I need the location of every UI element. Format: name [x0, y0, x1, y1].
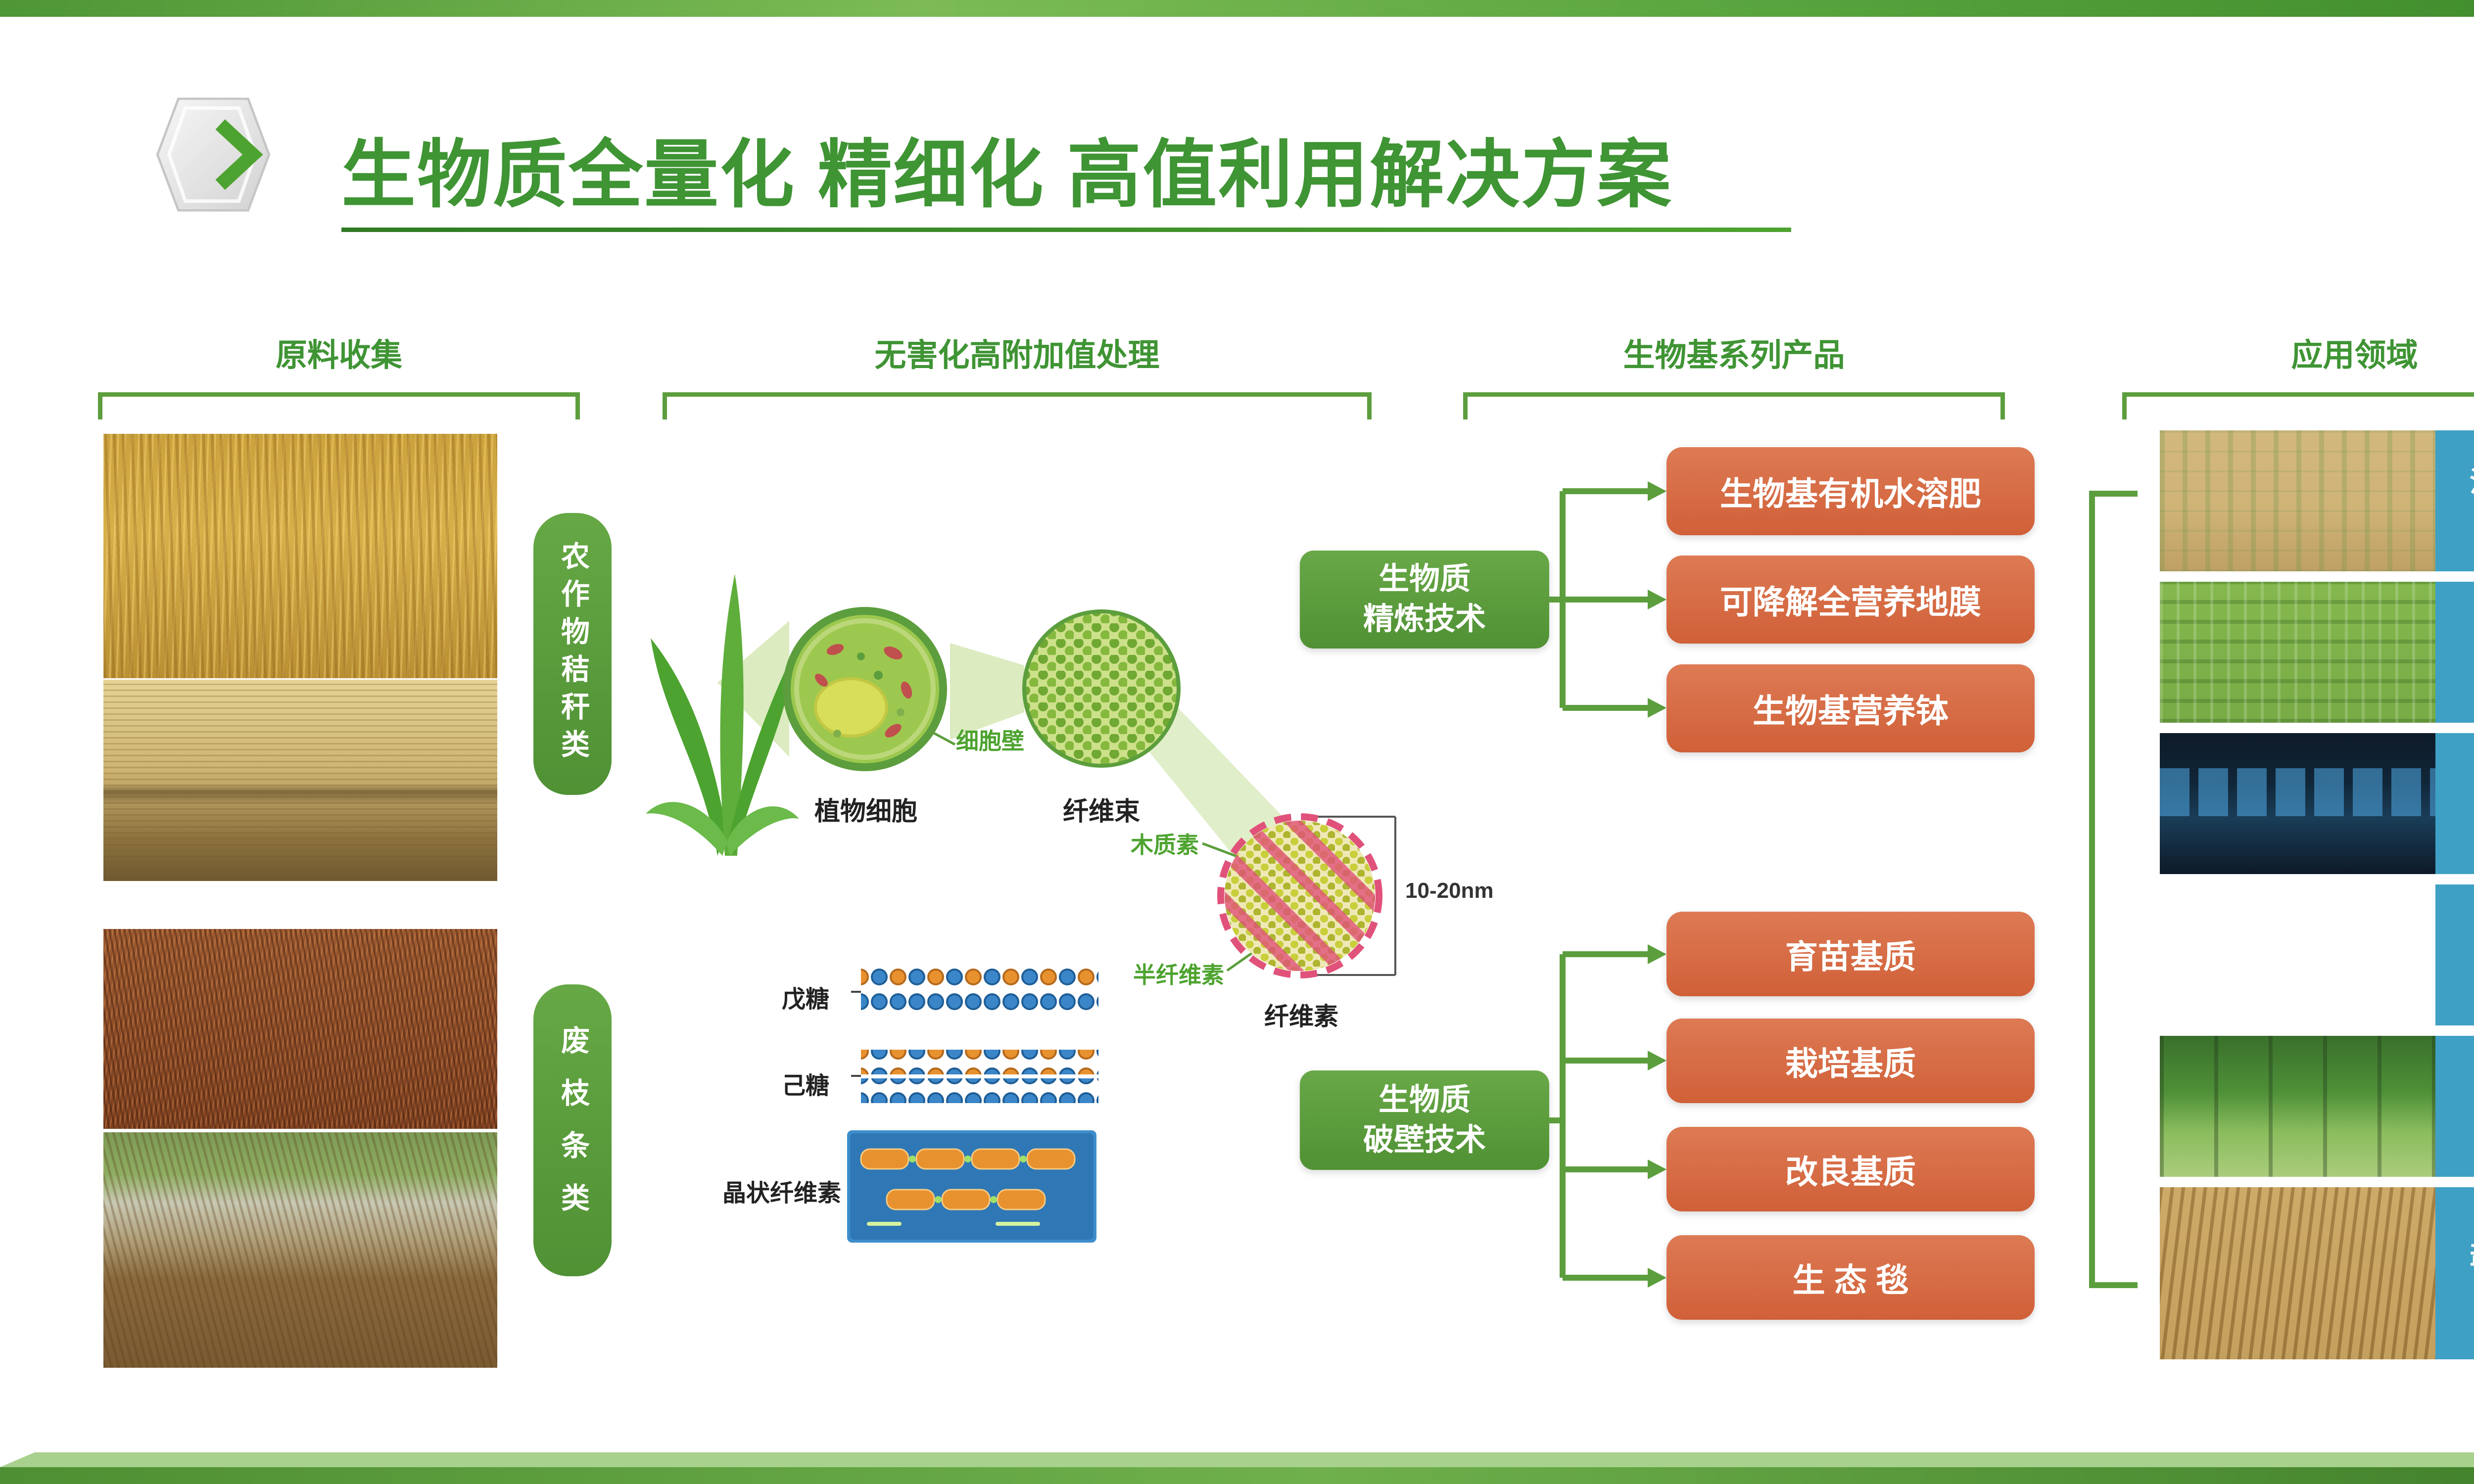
application-link-bracket-top — [2089, 491, 2138, 497]
photo-straw-bales — [103, 680, 497, 881]
product-water-soluble-fertilizer: 生物基有机水溶肥 — [1666, 447, 2035, 535]
category-waste-branches: 废枝条类 — [533, 984, 612, 1276]
tech-box-refining: 生物质 精炼技术 — [1300, 551, 1549, 649]
products-bracket — [1463, 392, 2005, 421]
section-header-processing: 无害化高附加值处理 — [874, 337, 1160, 373]
label-plant-cell: 植物细胞 — [814, 797, 917, 826]
label-lignin: 木质素 — [1131, 832, 1199, 858]
label-crystalline-cellulose: 晶状纤维素 — [722, 1180, 841, 1206]
product-eco-blanket: 生 态 毯 — [1666, 1235, 2035, 1320]
photo-orchard-branches — [103, 1132, 497, 1368]
application-fertility: 肥力 提升 — [2435, 582, 2474, 723]
section-header-applications: 应用领域 — [2291, 337, 2418, 373]
application-agriculture-data: 农业 数据 — [2435, 733, 2474, 874]
processing-bracket — [663, 392, 1372, 421]
title-underline — [341, 228, 1791, 232]
page-title: 生物质全量化 精细化 高值利用解决方案 — [341, 133, 1673, 216]
label-hemicellulose: 半纤维素 — [1133, 962, 1224, 988]
label-cell-wall: 细胞壁 — [956, 728, 1024, 754]
top-accent-bar — [0, 0, 2474, 17]
product-seedling-substrate: 育苗基质 — [1666, 912, 2035, 996]
crystalline-cellulose-diagram — [847, 1130, 1096, 1243]
application-saline-soil: 盐碱地 改良 — [2435, 1187, 2474, 1359]
section-header-collection: 原料收集 — [276, 337, 402, 373]
label-cellulose: 纤维素 — [1264, 1003, 1338, 1030]
application-livestock: 畜牧 养殖 — [2435, 884, 2474, 1025]
plant-illustration — [643, 554, 802, 861]
collection-bracket — [98, 392, 580, 421]
application-landscaping: 园林 绿化 — [2435, 1036, 2474, 1177]
photo-corn-straw-field — [103, 434, 497, 678]
tech-box-wall-breaking: 生物质 破壁技术 — [1300, 1070, 1549, 1170]
category-crop-straw: 农作物秸秆类 — [533, 513, 612, 795]
product-cultivation-substrate: 栽培基质 — [1666, 1019, 2035, 1103]
product-degradable-mulch-film: 可降解全营养地膜 — [1666, 556, 2035, 644]
photo-agriculture-data-center — [2160, 733, 2435, 874]
photo-livestock-grazing — [2160, 884, 2435, 1025]
plant-cell-diagram — [777, 601, 953, 777]
fiber-bundle-diagram — [1020, 607, 1183, 770]
application-desertification: 沙漠化 治理 — [2435, 430, 2474, 571]
photo-saline-land — [2160, 1187, 2435, 1359]
label-pentose: 戊糖 — [782, 986, 830, 1013]
label-fiber-size: 10-20nm — [1405, 879, 1494, 903]
footer-ribbon-dark — [0, 1467, 2474, 1484]
application-link-bracket-vertical — [2089, 491, 2095, 1288]
sugar-chain-diagram — [851, 965, 1108, 1113]
label-fiber-bundle: 纤维束 — [1062, 797, 1140, 826]
section-header-products: 生物基系列产品 — [1623, 337, 1845, 373]
photo-landscape-greening — [2160, 1036, 2435, 1177]
photo-fertility-improvement — [2160, 582, 2435, 723]
footer-ribbon-light — [0, 1452, 2474, 1467]
label-hexose: 己糖 — [782, 1073, 830, 1099]
photo-waste-twigs — [103, 929, 497, 1129]
applications-bracket — [2122, 392, 2474, 421]
product-nutrient-pot: 生物基营养钵 — [1666, 664, 2035, 752]
cellulose-fiber-diagram — [1216, 812, 1383, 979]
photo-desertification-control — [2160, 430, 2435, 571]
application-link-bracket-bottom — [2089, 1282, 2138, 1288]
product-improvement-substrate: 改良基质 — [1666, 1127, 2035, 1211]
product-connector-arrows — [1549, 481, 1666, 1288]
hexagon-arrow-icon — [134, 96, 292, 213]
